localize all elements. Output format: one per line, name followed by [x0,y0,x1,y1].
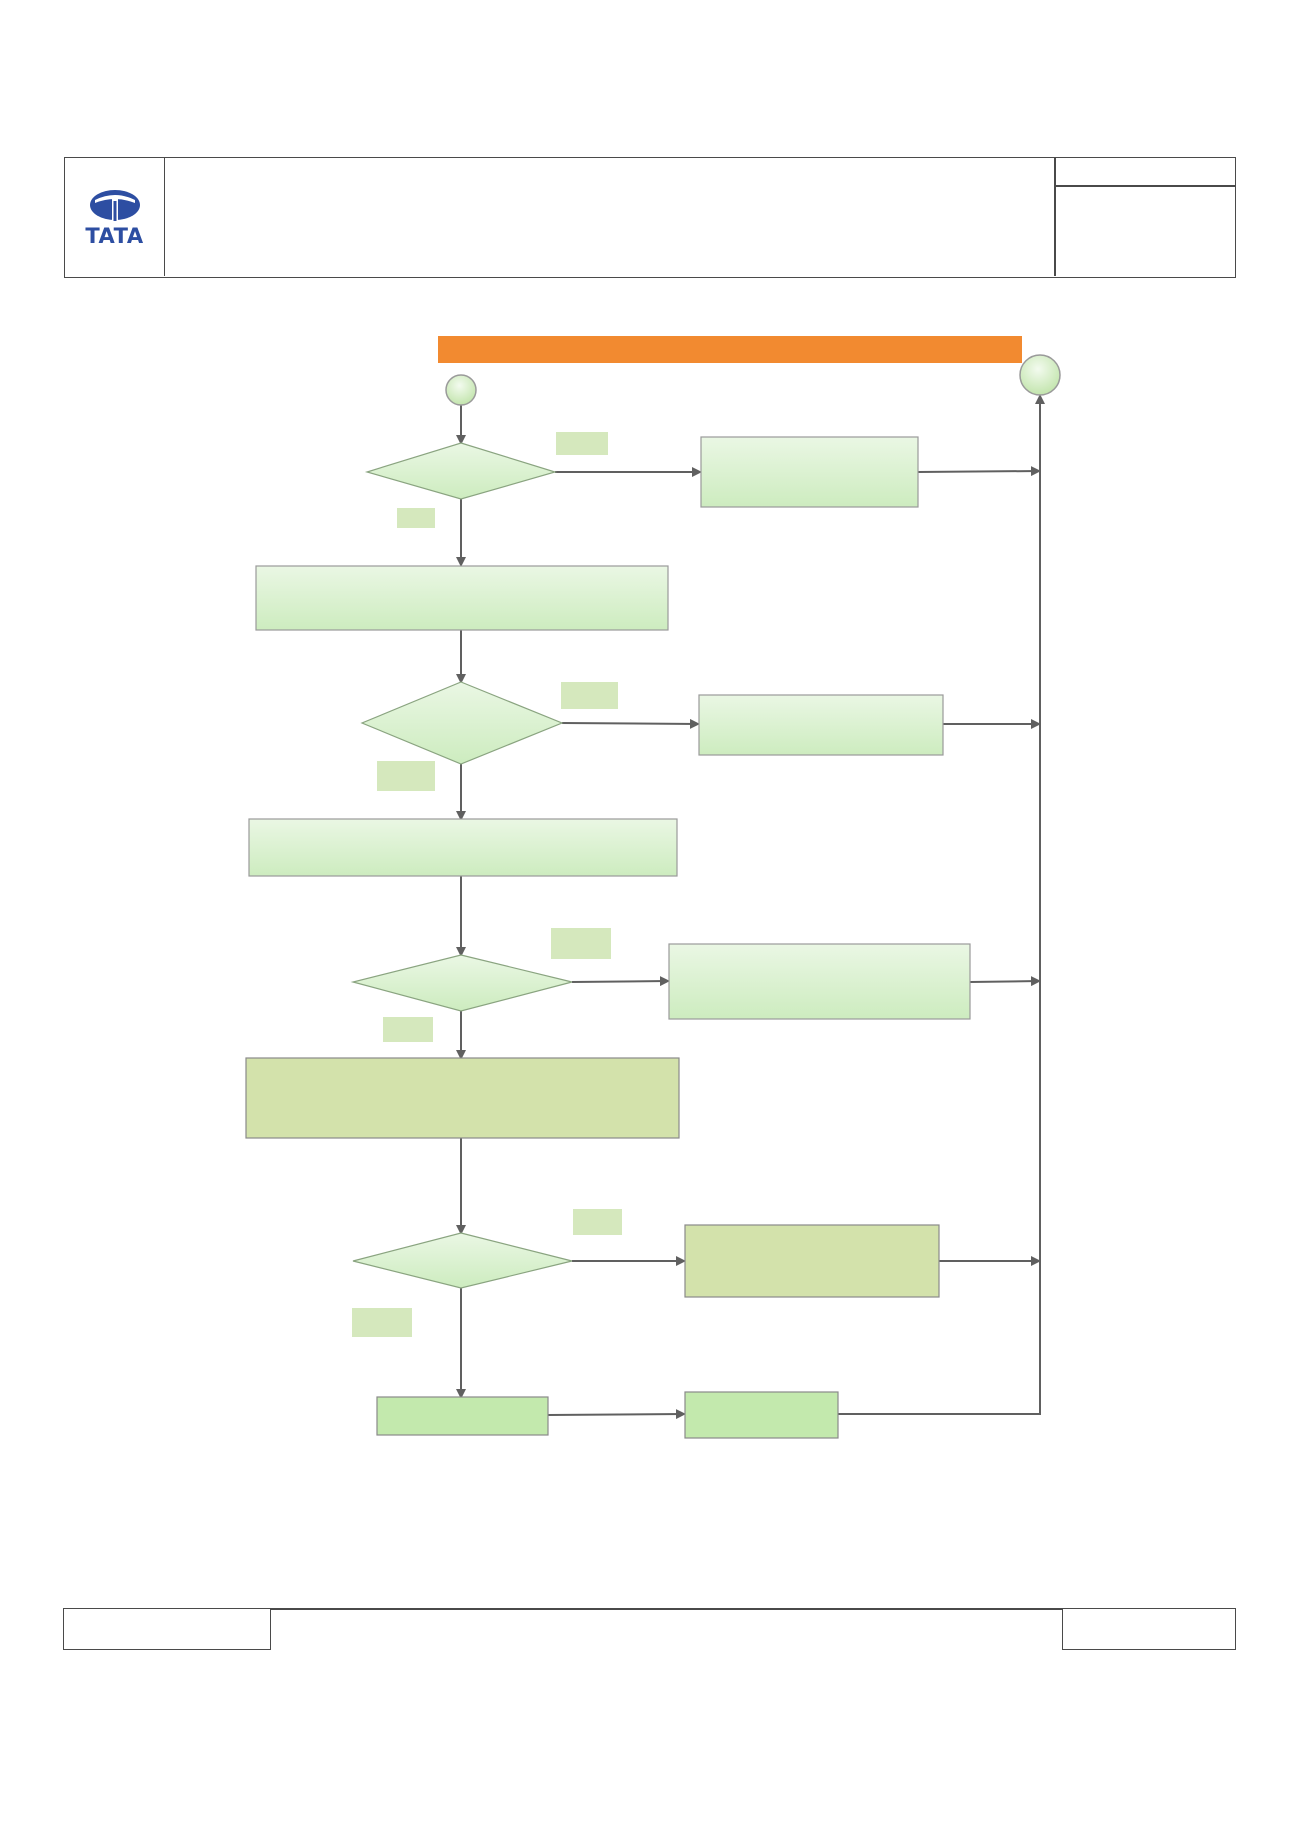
process-box-1 [255,565,669,631]
decision-diamond-1 [364,442,558,500]
logo-cell: TATA [65,158,165,276]
branch-label-chip-1-no [397,508,435,528]
footer-top-rule [271,1608,1063,1610]
decision-diamond-4 [352,1232,573,1289]
header-right-divider [1054,158,1056,276]
process-box-4 [376,1396,549,1436]
footer-right-cell [1062,1608,1236,1650]
connector-r5-to-end [838,394,1045,1415]
connector-d3-to-r3 [571,976,670,987]
connector-d2-to-r2 [561,718,700,729]
result-box-5 [684,1391,839,1439]
decision-diamond-2 [360,681,564,765]
process-box-3 [245,1057,680,1139]
tata-logo-icon [90,190,140,221]
branch-label-chip-4-no [352,1308,412,1337]
branch-label-chip-2-no [377,761,435,791]
process-box-2 [248,818,678,877]
footer-left-cell [63,1608,271,1650]
result-box-2 [698,694,944,756]
connector-r1-to-end [917,466,1041,477]
connector-r3-to-end [969,976,1041,987]
process-banner [438,336,1022,363]
result-box-1 [700,436,919,508]
branch-label-chip-3-no [383,1017,433,1042]
branch-label-chip-4-yes [573,1209,622,1235]
header-right-row-divider [1055,185,1235,187]
branch-label-chip-3-yes [551,928,611,959]
connector-p4-to-r5 [547,1409,686,1420]
connectors [456,394,1045,1420]
document-header: TATA [64,157,1236,278]
branch-label-chip-1-yes [556,432,608,455]
branch-label-chip-2-yes [561,682,618,709]
logo-wordmark: TATA [85,224,144,248]
result-box-4 [684,1224,940,1298]
start-terminal [445,374,477,406]
result-box-3 [668,943,971,1020]
end-terminal [1019,354,1061,396]
decision-diamond-3 [350,954,573,1012]
